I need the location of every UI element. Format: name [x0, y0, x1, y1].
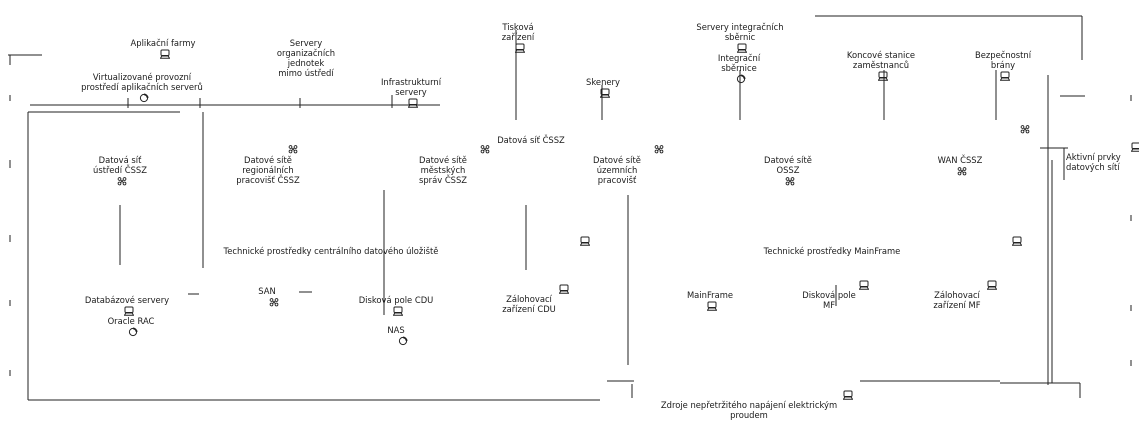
node-datove-site-uzemnich: Datové sítě územních pracovišť	[582, 145, 652, 185]
device-icon	[987, 280, 997, 290]
node-label: Disková pole MF	[802, 290, 856, 310]
node-nas: NAS	[356, 315, 436, 346]
node-label: Disková pole CDU	[358, 295, 434, 305]
node-technicke-mf: Technické prostředky MainFrame	[752, 236, 912, 256]
node-label: Databázové servery	[84, 295, 170, 305]
node-label: Datová síť ústředí ČSSZ	[93, 155, 147, 175]
node-label: WAN ČSSZ	[937, 155, 983, 165]
node-zdroje: Zdroje nepřetržitého napájení elektrický…	[644, 390, 854, 430]
node-label: Integrační sběrnice	[717, 53, 761, 73]
device-icon	[877, 71, 888, 81]
connector-lines	[8, 15, 1132, 401]
node-wan-cssz: WAN ČSSZ	[920, 145, 1000, 176]
node-servery-org: Servery organizačních jednotek mimo ústř…	[266, 28, 346, 78]
node-mainframe: MainFrame	[670, 280, 750, 311]
network-icon	[480, 144, 490, 154]
node-oracle-rac: Oracle RAC	[86, 306, 176, 337]
node-bezpecnostni-brany: Bezpečnostní brány	[958, 40, 1048, 81]
device-icon	[1131, 142, 1139, 152]
device-icon	[599, 88, 610, 98]
device-icon	[392, 306, 403, 316]
device-icon	[514, 43, 525, 53]
device-icon	[159, 49, 170, 59]
network-icon	[1020, 124, 1030, 134]
node-servery-integracnich: Servery integračních sběrnic	[670, 12, 810, 53]
node-label: Zálohovací zařízení MF	[933, 290, 981, 310]
network-icon	[269, 297, 279, 307]
service-icon	[736, 74, 746, 84]
node-label: Datové sítě OSSZ	[764, 155, 812, 175]
service-icon	[139, 93, 149, 103]
node-label: Datové sítě územních pracovišť	[593, 155, 641, 185]
node-label: Koncové stanice zaměstnanců	[846, 50, 916, 70]
device-icon	[559, 284, 569, 294]
network-icon	[785, 176, 795, 186]
node-label: Oracle RAC	[107, 316, 155, 326]
device-icon	[706, 301, 717, 311]
node-aplikacni-farmy: Aplikační farmy	[88, 28, 238, 59]
node-label: Bezpečnostní brány	[974, 50, 1032, 70]
node-diskova-pole-cdu: Disková pole CDU	[336, 285, 456, 316]
device-icon	[859, 280, 869, 290]
node-label: Servery integračních sběrnic	[696, 22, 784, 42]
node-databazove-servery: Databázové servery	[62, 285, 192, 316]
node-label: Infrastrukturní servery	[380, 77, 442, 97]
node-integracni-sbernice: Integrační sběrnice	[694, 43, 784, 84]
service-icon	[128, 327, 138, 337]
node-datove-site-mestskych: Datové sítě městských správ ČSSZ	[408, 145, 478, 185]
node-label: Servery organizačních jednotek mimo ústř…	[276, 38, 336, 78]
node-skenery: Skenery	[568, 67, 638, 98]
network-icon	[957, 166, 967, 176]
node-label: Datová síť ČSSZ	[497, 135, 565, 145]
node-datove-site-regionalnich: Datové sítě regionálních pracovišť ČSSZ	[228, 145, 308, 185]
node-infrastrukturni: Infrastrukturní servery	[366, 67, 456, 108]
node-label: Technické prostředky MainFrame	[763, 246, 901, 256]
device-icon	[999, 71, 1010, 81]
device-icon	[1012, 236, 1022, 246]
node-san: SAN	[232, 276, 302, 307]
node-label: Datové sítě městských správ ČSSZ	[418, 155, 468, 185]
node-label: Aplikační farmy	[130, 38, 196, 48]
node-diskova-pole-mf: Disková pole MF	[784, 280, 874, 320]
node-koncove-stanice: Koncové stanice zaměstnanců	[826, 40, 936, 81]
node-label: Tisková zařízení	[501, 22, 535, 42]
network-icon	[117, 176, 127, 186]
device-icon	[736, 43, 747, 53]
node-label: Technické prostředky centrálního datovéh…	[223, 246, 439, 256]
node-label: Zálohovací zařízení CDU	[502, 294, 556, 314]
node-datove-site-ossz: Datové sítě OSSZ	[748, 145, 828, 186]
node-zalohovaci-cdu: Zálohovací zařízení CDU	[484, 284, 574, 324]
node-aktivni-prvky: Aktivní prvky datových sítí	[1066, 142, 1139, 182]
node-zalohovaci-mf: Zálohovací zařízení MF	[912, 280, 1002, 320]
node-label: Virtualizované provozní prostředí aplika…	[81, 72, 203, 92]
node-label: MainFrame	[686, 290, 734, 300]
node-datova-sit-cssz: Datová síť ČSSZ	[486, 125, 576, 145]
network-icon	[288, 144, 298, 154]
node-label: Zdroje nepřetržitého napájení elektrický…	[660, 400, 838, 420]
network-icon	[654, 144, 664, 154]
architecture-diagram: Aplikační farmy Virtualizované provozní …	[8, 12, 1139, 420]
device-icon	[843, 390, 853, 400]
node-label: Skenery	[586, 77, 620, 87]
node-label: Aktivní prvky datových sítí	[1066, 152, 1121, 172]
device-icon	[580, 236, 590, 246]
node-tiskova: Tisková zařízení	[478, 12, 558, 53]
node-label: Datové sítě regionálních pracovišť ČSSZ	[236, 155, 300, 185]
device-icon	[407, 98, 418, 108]
node-label: NAS	[387, 325, 405, 335]
service-icon	[398, 336, 408, 346]
node-technicke-cdu: Technické prostředky centrálního datovéh…	[196, 236, 466, 256]
node-datova-sit-ustredi: Datová síť ústředí ČSSZ	[70, 145, 170, 186]
node-virtualizovane: Virtualizované provozní prostředí aplika…	[62, 62, 222, 103]
device-icon	[123, 306, 134, 316]
node-label: SAN	[258, 286, 276, 296]
